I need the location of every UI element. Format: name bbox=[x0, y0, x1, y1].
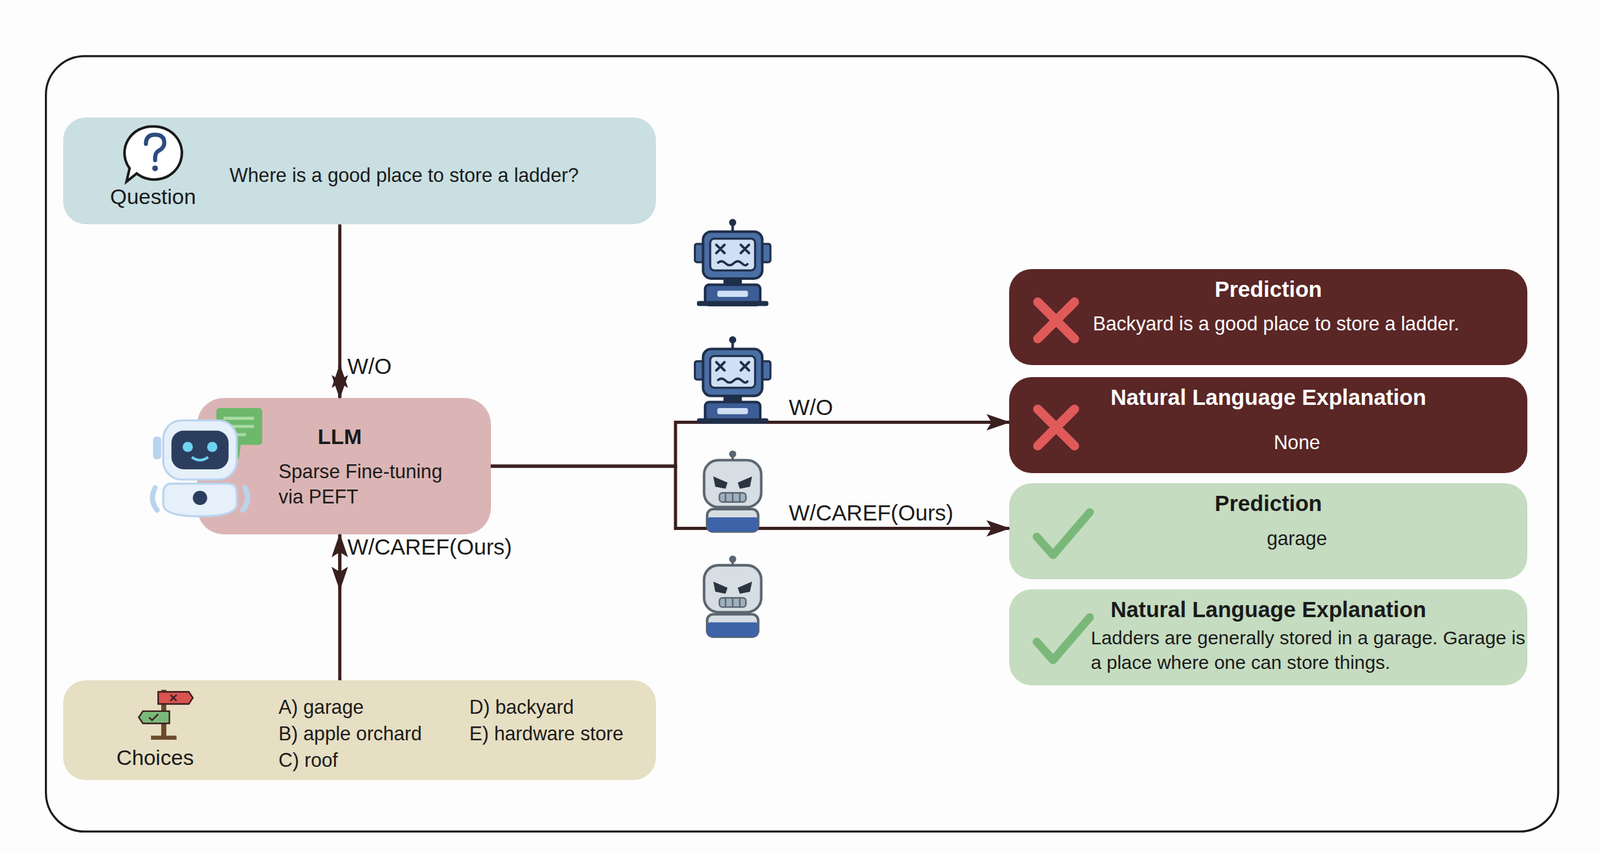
box-text: E) hardware store bbox=[469, 721, 654, 747]
caref-robot-icon bbox=[703, 556, 761, 637]
box-text: Ladders are generally stored in a garage… bbox=[1090, 625, 1528, 675]
box-text: D) backyard bbox=[469, 695, 654, 721]
failing-robot-icon bbox=[695, 218, 771, 306]
caref-robot-icon bbox=[703, 450, 761, 532]
wrong-mark bbox=[1037, 409, 1075, 447]
edge-label: W/CAREF(Ours) bbox=[788, 500, 954, 526]
correct-mark bbox=[1036, 512, 1091, 556]
box-heading: Natural Language Explanation bbox=[1009, 383, 1528, 413]
box-text: None bbox=[1070, 430, 1524, 456]
flow-arrow bbox=[338, 534, 342, 681]
flow-arrow bbox=[338, 534, 342, 590]
edge-label: W/CAREF(Ours) bbox=[347, 534, 513, 560]
explanation-box: Natural Language ExplanationNone bbox=[1009, 377, 1528, 474]
box-text: Backyard is a good place to store a ladd… bbox=[1092, 311, 1522, 337]
explanation-box: Natural Language ExplanationLadders are … bbox=[1009, 589, 1528, 686]
failing-robot-icon bbox=[695, 336, 771, 424]
prediction-box: Predictiongarage bbox=[1009, 483, 1528, 580]
box-text: garage bbox=[1070, 526, 1524, 552]
flow-arrow bbox=[338, 365, 342, 399]
edge-label: W/O bbox=[788, 394, 833, 421]
signpost-icon bbox=[139, 690, 194, 740]
prediction-box: PredictionBackyard is a good place to st… bbox=[1009, 269, 1528, 366]
box-heading: Choices bbox=[83, 743, 227, 772]
outer-frame bbox=[46, 56, 1559, 833]
llm-robot-icon bbox=[152, 408, 263, 517]
box-text: Where is a good place to store a ladder? bbox=[229, 163, 650, 189]
choices-box: Choices A) garageB) apple orchardC) roof D… bbox=[63, 680, 656, 781]
box-text: A) garage bbox=[278, 695, 463, 721]
wrong-mark bbox=[1037, 302, 1075, 339]
box-heading: Question bbox=[83, 182, 223, 211]
box-text: C) roof bbox=[278, 748, 463, 774]
edge-label: W/O bbox=[347, 353, 392, 380]
box-heading: Prediction bbox=[1009, 275, 1528, 304]
box-heading: LLM bbox=[288, 422, 391, 451]
box-text: Sparse Fine-tuning via PEFT bbox=[278, 459, 473, 510]
correct-mark bbox=[1036, 617, 1091, 661]
question-icon bbox=[124, 126, 182, 182]
flow-arrow bbox=[338, 224, 342, 399]
box-text: B) apple orchard bbox=[278, 721, 463, 747]
